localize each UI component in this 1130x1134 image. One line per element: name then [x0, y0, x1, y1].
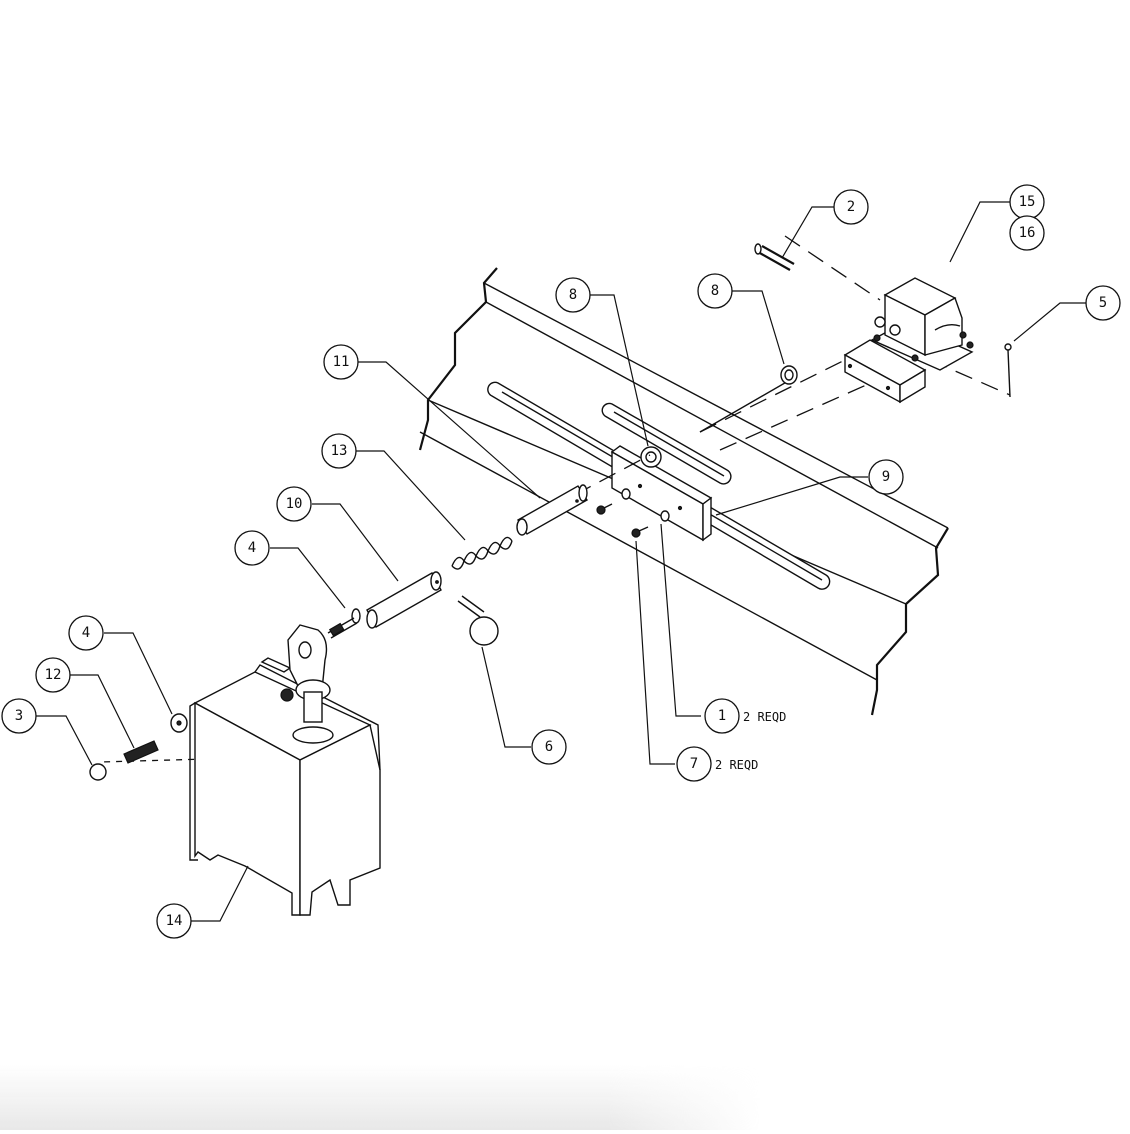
threaded-stud [327, 617, 358, 639]
axis-line [699, 354, 856, 433]
axis-line [549, 454, 651, 509]
washer-part-8 [780, 365, 798, 385]
plunger-shaft [516, 484, 588, 536]
nut-part-3 [89, 763, 107, 781]
solenoid [870, 277, 974, 371]
sleeve-part-10 [351, 571, 442, 629]
spring-part-12 [123, 740, 159, 764]
slide-plate [610, 445, 713, 542]
screws-and-washers [596, 488, 670, 538]
axis-line [719, 369, 901, 451]
cotter-pin-part-5 [1004, 343, 1012, 398]
washer-part-4 [170, 713, 188, 733]
housing-part-14 [189, 624, 381, 916]
bracket-block [843, 339, 927, 404]
bottom-shadow [0, 1065, 760, 1130]
axis-line [784, 235, 881, 301]
leader-lines [36, 201, 1086, 922]
ring-pin-part-6 [457, 595, 499, 646]
pin-part-2 [754, 243, 795, 271]
spring-part-13 [451, 536, 513, 570]
